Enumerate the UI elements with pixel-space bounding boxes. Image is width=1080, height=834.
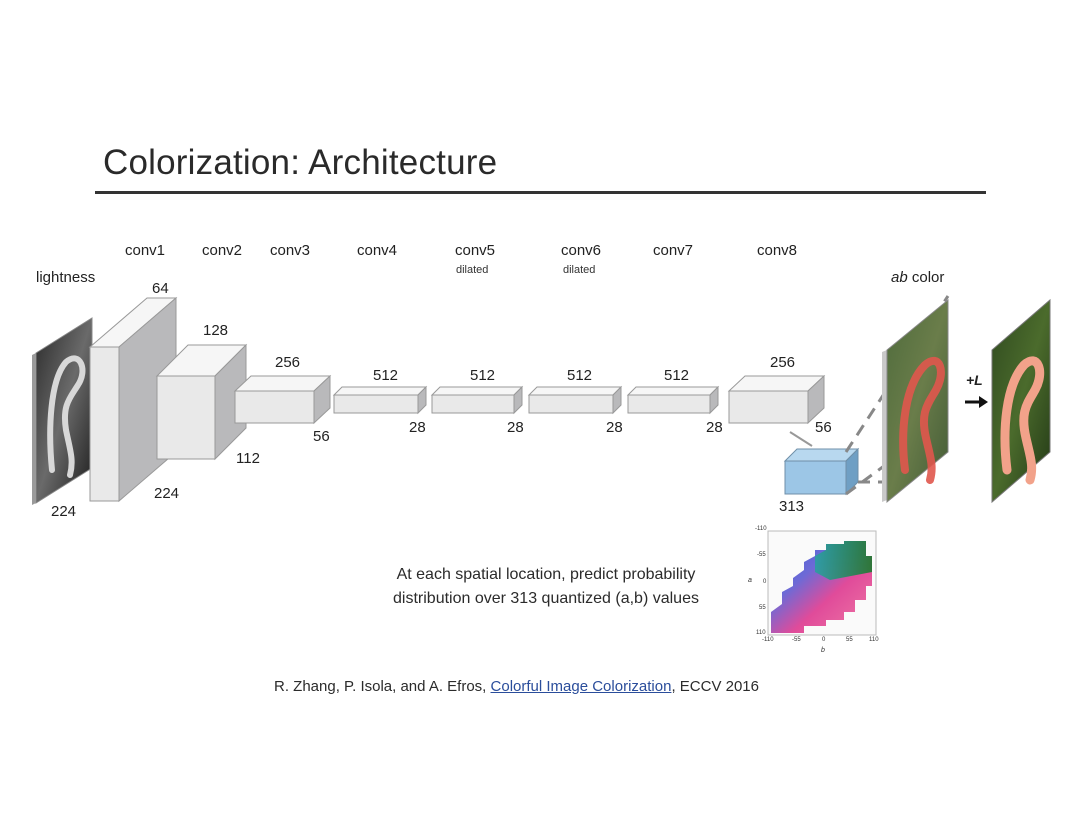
gamut-y-tick: 110: [756, 630, 766, 636]
gamut-x-axis-label: b: [821, 647, 825, 654]
conv7-name-label: conv7: [653, 242, 694, 259]
conv8-size-label: 56: [815, 419, 832, 436]
gamut-y-tick: -110: [755, 526, 767, 532]
conv6-size-label: 28: [606, 419, 623, 436]
projection-dashes: [844, 295, 950, 496]
citation-venue: , ECCV 2016: [671, 678, 759, 695]
conv8-name-label: conv8: [757, 242, 798, 259]
conv7-block: [626, 385, 720, 415]
conv3-channels-label: 256: [275, 354, 301, 371]
conv6-channels-label: 512: [567, 367, 593, 384]
gamut-x-tick: 110: [869, 637, 879, 643]
plus-l-text: +L: [966, 372, 983, 388]
slide-title: Colorization: Architecture: [103, 143, 498, 182]
conv1-channels-label: 64: [152, 280, 169, 297]
conv5-block: [430, 385, 524, 415]
conv7-size-label: 28: [706, 419, 723, 436]
conv1-size-label: 224: [154, 485, 180, 502]
gamut-y-tick: -55: [757, 552, 766, 558]
conv5-size-label: 28: [507, 419, 524, 436]
ab-color-image: [882, 298, 949, 504]
conv2-size-label: 112: [236, 450, 260, 467]
color-text: color: [907, 269, 945, 286]
citation-authors: R. Zhang, P. Isola, and A. Efros,: [274, 678, 491, 695]
conv2-name-label: conv2: [202, 242, 243, 259]
conv3-name-label: conv3: [270, 242, 311, 259]
conv8-block: [727, 374, 826, 425]
gamut-x-tick: 55: [846, 637, 853, 643]
input-lightness-image: [32, 317, 93, 505]
paper-link[interactable]: Colorful Image Colorization: [490, 678, 672, 695]
ab-emphasis-text: ab: [891, 269, 908, 286]
conv6-block: [527, 385, 623, 415]
conv4-name-label: conv4: [357, 242, 398, 259]
conv7-channels-label: 512: [664, 367, 690, 384]
gamut-y-axis-label: a: [748, 577, 752, 584]
conv6-name-label: conv6: [561, 242, 602, 259]
gamut-x-tick: -55: [792, 637, 801, 643]
input-lightness-label: lightness: [36, 269, 96, 286]
title-rule: [95, 191, 986, 194]
conv8-to-output-arrow: [789, 431, 813, 447]
colorized-output-image: [991, 298, 1051, 504]
conv4-block: [332, 385, 428, 415]
conv2-channels-label: 128: [203, 322, 229, 339]
conv4-size-label: 28: [409, 419, 426, 436]
plus-l-label: +L: [966, 372, 983, 388]
conv4-channels-label: 512: [373, 367, 399, 384]
conv5-name-label: conv5: [455, 242, 496, 259]
conv3-block: [233, 374, 332, 425]
caption-line-2: distribution over 313 quantized (a,b) va…: [393, 590, 699, 607]
conv3-size-label: 56: [313, 428, 330, 445]
conv2-block: [155, 343, 248, 461]
gamut-x-tick: -110: [762, 637, 774, 643]
gamut-y-tick: 55: [759, 605, 766, 611]
output-block-channels-label: 313: [779, 498, 805, 515]
conv1-block: [88, 296, 178, 503]
conv8-channels-label: 256: [770, 354, 796, 371]
input-size-label: 224: [51, 503, 77, 520]
ab-color-label: ab color: [891, 269, 944, 286]
citation: R. Zhang, P. Isola, and A. Efros, Colorf…: [274, 678, 759, 695]
gamut-y-tick: 0: [763, 579, 767, 585]
conv5-channels-label: 512: [470, 367, 496, 384]
output-313-block: [783, 447, 860, 496]
caption: At each spatial location, predict probab…: [340, 563, 752, 611]
gamut-x-tick: 0: [822, 637, 826, 643]
plus-l-arrow: [965, 396, 988, 408]
caption-line-1: At each spatial location, predict probab…: [396, 566, 696, 583]
conv1-name-label: conv1: [125, 242, 166, 259]
ab-gamut-chart: [767, 530, 877, 636]
conv5-note-label: dilated: [456, 264, 489, 276]
conv6-note-label: dilated: [563, 264, 596, 276]
